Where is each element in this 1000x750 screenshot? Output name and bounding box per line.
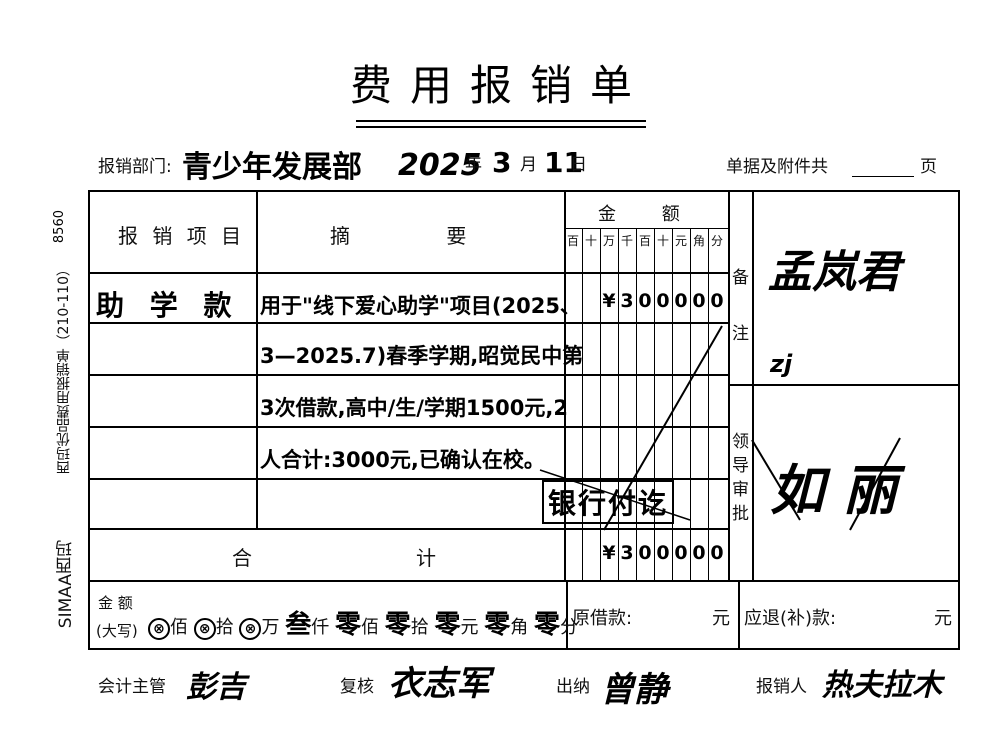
summary-line-4: 人合计:3000元,已确认在校。 <box>260 448 545 472</box>
form-title: 费用报销单 <box>349 61 650 110</box>
borrowed-label: 原借款: <box>572 608 633 629</box>
value-qian: 叁 <box>285 610 312 640</box>
unit-qian: 仟 <box>311 617 330 638</box>
cross-circle-icon: ⊗ <box>148 618 170 640</box>
digit-header: 角 <box>692 234 705 248</box>
refund-unit: 元 <box>934 608 952 629</box>
row-digit: 0 <box>638 290 652 312</box>
row-digit: 0 <box>692 290 706 312</box>
month-value: 3 <box>492 146 512 179</box>
summary-line-2: 3—2025.7)春季学期,昭觉民中第 <box>260 344 584 368</box>
total-label-2: 计 <box>416 546 436 570</box>
header-approval: 领导审批 <box>732 432 749 524</box>
digit-header: 百 <box>638 234 651 248</box>
unit-bai: 佰 <box>170 617 188 638</box>
side-product: 西玛优品费用报销单（210-110） <box>56 262 72 475</box>
row-digit: 0 <box>674 290 688 312</box>
side-code: 8560 <box>52 210 67 244</box>
unit-bai-2: 佰 <box>360 617 379 638</box>
unit-fen: 分 <box>559 617 578 638</box>
month-label: 月 <box>520 155 537 175</box>
side-product-text: 西玛优品费用报销单（210-110） <box>54 262 74 475</box>
attachments-unit: 页 <box>920 157 937 177</box>
title-underline-top <box>356 120 646 122</box>
remark-initials: zj <box>770 350 793 378</box>
paid-stamp: 银行付讫 <box>542 480 675 524</box>
attachments-blank <box>852 176 914 177</box>
digit-header: 万 <box>602 234 615 248</box>
accountant-label: 会计主管 <box>98 677 166 697</box>
attachments-label: 单据及附件共 <box>726 157 828 177</box>
header-item: 报 销 项 目 <box>118 224 246 248</box>
total-digit: 0 <box>674 542 688 564</box>
digit-header: 百 <box>566 234 579 248</box>
total-currency: ¥ <box>602 542 616 564</box>
accountant-signature: 彭吉 <box>186 670 246 705</box>
row-digit: 0 <box>710 290 724 312</box>
cashier-signature: 曾静 <box>600 670 668 710</box>
dept-value: 青少年发展部 <box>182 150 362 185</box>
side-product-code: 8560 <box>52 210 74 243</box>
total-digit: 3 <box>620 542 634 564</box>
value-shi: 零 <box>384 610 411 640</box>
value-bai: 零 <box>334 610 361 640</box>
unit-yuan: 元 <box>460 617 479 638</box>
unit-wan: 万 <box>261 617 280 638</box>
capital-label-2: (大写) <box>96 622 138 640</box>
value-fen: 零 <box>533 610 560 640</box>
borrowed-unit: 元 <box>712 608 730 629</box>
value-jiao: 零 <box>484 610 511 640</box>
total-digit: 0 <box>710 542 724 564</box>
unit-shi-2: 拾 <box>410 617 429 638</box>
header-amount: 金 额 <box>598 204 680 225</box>
header-remark: 备注 <box>732 268 749 344</box>
side-brand: SIMAA西玛 <box>53 540 78 628</box>
digit-header: 十 <box>584 234 597 248</box>
dept-label: 报销部门: <box>98 157 172 177</box>
total-digit: 0 <box>692 542 706 564</box>
cross-circle-icon: ⊗ <box>193 618 216 640</box>
claimant-label: 报销人 <box>756 677 807 697</box>
digit-header: 元 <box>674 234 687 248</box>
year-value: 2025 <box>398 148 482 183</box>
approval-signature: 如 丽 <box>770 459 897 522</box>
item-value: 助 学 款 <box>96 289 240 322</box>
summary-line-3: 3次借款,高中/生/学期1500元,2 <box>260 396 568 420</box>
digit-header: 千 <box>620 234 633 248</box>
reviewer-label: 复核 <box>340 677 374 697</box>
title-underline-bottom <box>356 126 646 128</box>
row-currency: ¥ <box>602 290 616 312</box>
summary-line-1: 用于"线下爱心助学"项目(2025、 <box>260 294 581 318</box>
capital-amount-line: ⊗佰 ⊗拾 ⊗万 叁仟 零佰 零拾 零元 零角 零分 <box>148 604 578 641</box>
reviewer-signature: 衣志军 <box>388 664 490 704</box>
cross-circle-icon: ⊗ <box>239 618 262 640</box>
header-summary: 摘 要 <box>330 224 467 248</box>
claimant-signature: 热夫拉木 <box>822 668 942 703</box>
unit-jiao: 角 <box>510 617 529 638</box>
side-brand-text: SIMAA西玛 <box>56 540 76 629</box>
capital-label-1: 金 额 <box>98 594 133 612</box>
digit-header: 分 <box>710 234 723 248</box>
day-value: 11 <box>544 146 583 179</box>
total-label-1: 合 <box>232 546 252 570</box>
year-label: 年 <box>465 155 482 175</box>
value-yuan: 零 <box>434 610 461 640</box>
remark-signature: 孟岚君 <box>768 247 900 298</box>
total-digit: 0 <box>638 542 652 564</box>
cashier-label: 出纳 <box>556 677 590 697</box>
refund-label: 应退(补)款: <box>744 608 837 629</box>
digit-header: 十 <box>656 234 669 248</box>
day-label: 日 <box>570 155 587 175</box>
row-digit: 3 <box>620 290 634 312</box>
unit-shi: 拾 <box>215 617 234 638</box>
total-digit: 0 <box>656 542 670 564</box>
row-digit: 0 <box>656 290 670 312</box>
